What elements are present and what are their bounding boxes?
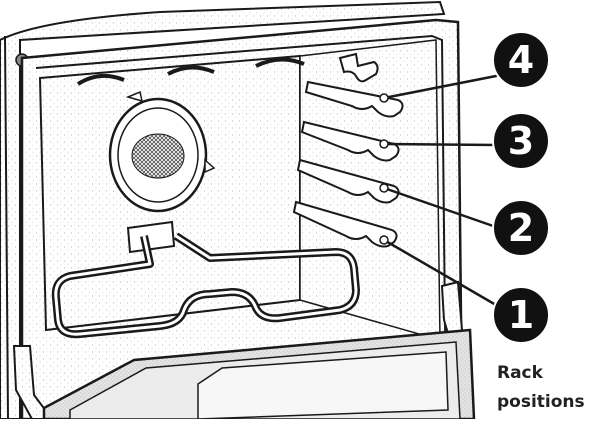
bake-element [51, 220, 360, 339]
rack-badge-2: 2 [492, 199, 550, 257]
leader-line-4 [382, 74, 498, 100]
broil-element [76, 57, 305, 86]
rack-badge-circle [492, 199, 550, 257]
leader-line-2 [382, 186, 498, 229]
rack-badge-circle [492, 286, 550, 344]
rack-number-label: 4 [508, 38, 534, 82]
rack-number-label: 1 [508, 293, 534, 337]
rack-badge-4: 4 [492, 31, 550, 89]
leader-line-1 [382, 238, 498, 307]
rack-badge-circle [492, 112, 550, 170]
rack-guides [292, 52, 404, 248]
rack-number-label: 3 [508, 119, 534, 163]
convection-fan [108, 90, 216, 213]
rack-badge-circle [492, 31, 550, 89]
leader-lines [382, 74, 498, 307]
oven-door [42, 328, 476, 421]
leader-line-3 [382, 142, 498, 147]
rack-number-label: 2 [508, 206, 534, 250]
rack-badge-1: 1 [492, 286, 550, 344]
rack-badge-3: 3 [492, 112, 550, 170]
leader-anchors [379, 93, 389, 245]
caption-line-2: positions [497, 392, 585, 412]
caption-line-1: Rack [497, 363, 543, 383]
